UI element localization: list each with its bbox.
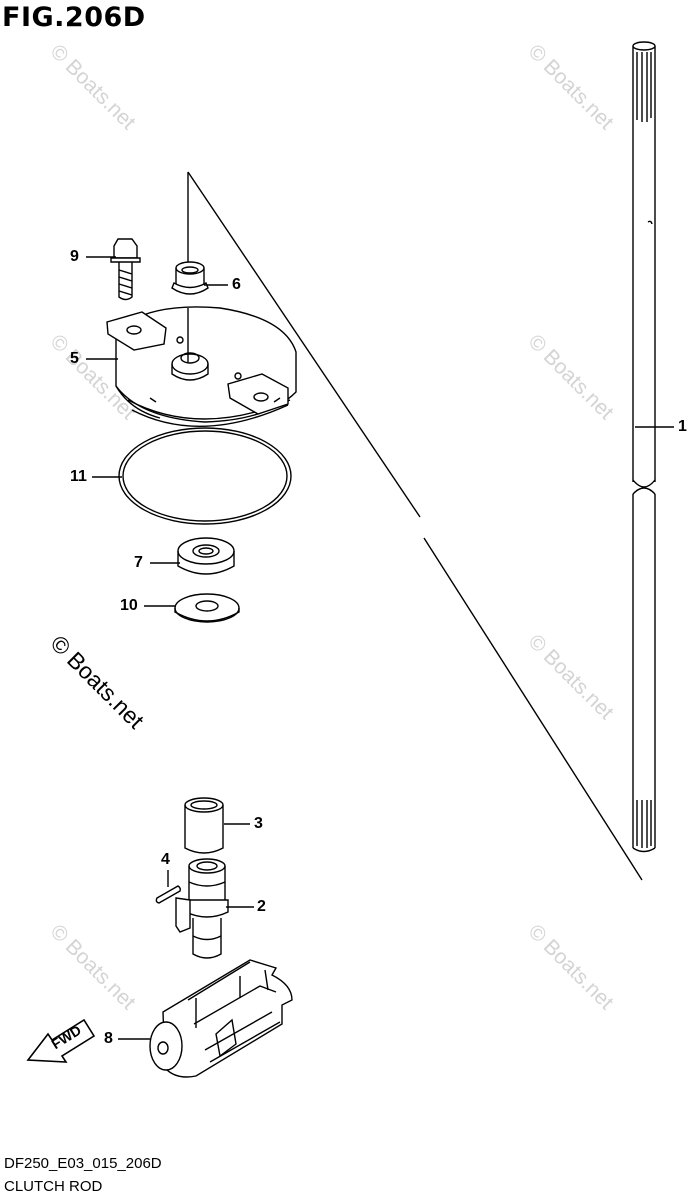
grommet-part-6 xyxy=(171,261,209,295)
housing-part-8 xyxy=(149,959,293,1078)
callout-11: 11 xyxy=(70,468,87,485)
cover-part-5 xyxy=(106,306,297,428)
bolt-part-9 xyxy=(110,238,141,301)
bearing-part-7 xyxy=(177,537,235,575)
clutch-rod-part-1 xyxy=(632,41,656,853)
callout-9: 9 xyxy=(70,248,79,265)
callout-3: 3 xyxy=(254,815,263,832)
figure-name: CLUTCH ROD xyxy=(4,1178,103,1195)
callout-1: 1 xyxy=(678,418,687,435)
figure-title: FIG.206D xyxy=(2,2,146,33)
callout-7: 7 xyxy=(134,554,143,571)
shifter-part-2 xyxy=(175,858,229,959)
figure-code: DF250_E03_015_206D xyxy=(4,1155,162,1172)
callout-2: 2 xyxy=(257,898,266,915)
callout-10: 10 xyxy=(120,597,138,614)
direction-arrow xyxy=(26,1018,96,1063)
callout-6: 6 xyxy=(232,276,241,293)
o-ring-part-11 xyxy=(118,427,292,525)
pin-part-4 xyxy=(155,885,181,904)
sleeve-part-3 xyxy=(184,797,224,854)
callout-5: 5 xyxy=(70,350,79,367)
callout-8: 8 xyxy=(104,1030,113,1047)
reference-line xyxy=(187,171,643,881)
washer-part-10 xyxy=(174,593,240,623)
callout-4: 4 xyxy=(161,851,170,868)
